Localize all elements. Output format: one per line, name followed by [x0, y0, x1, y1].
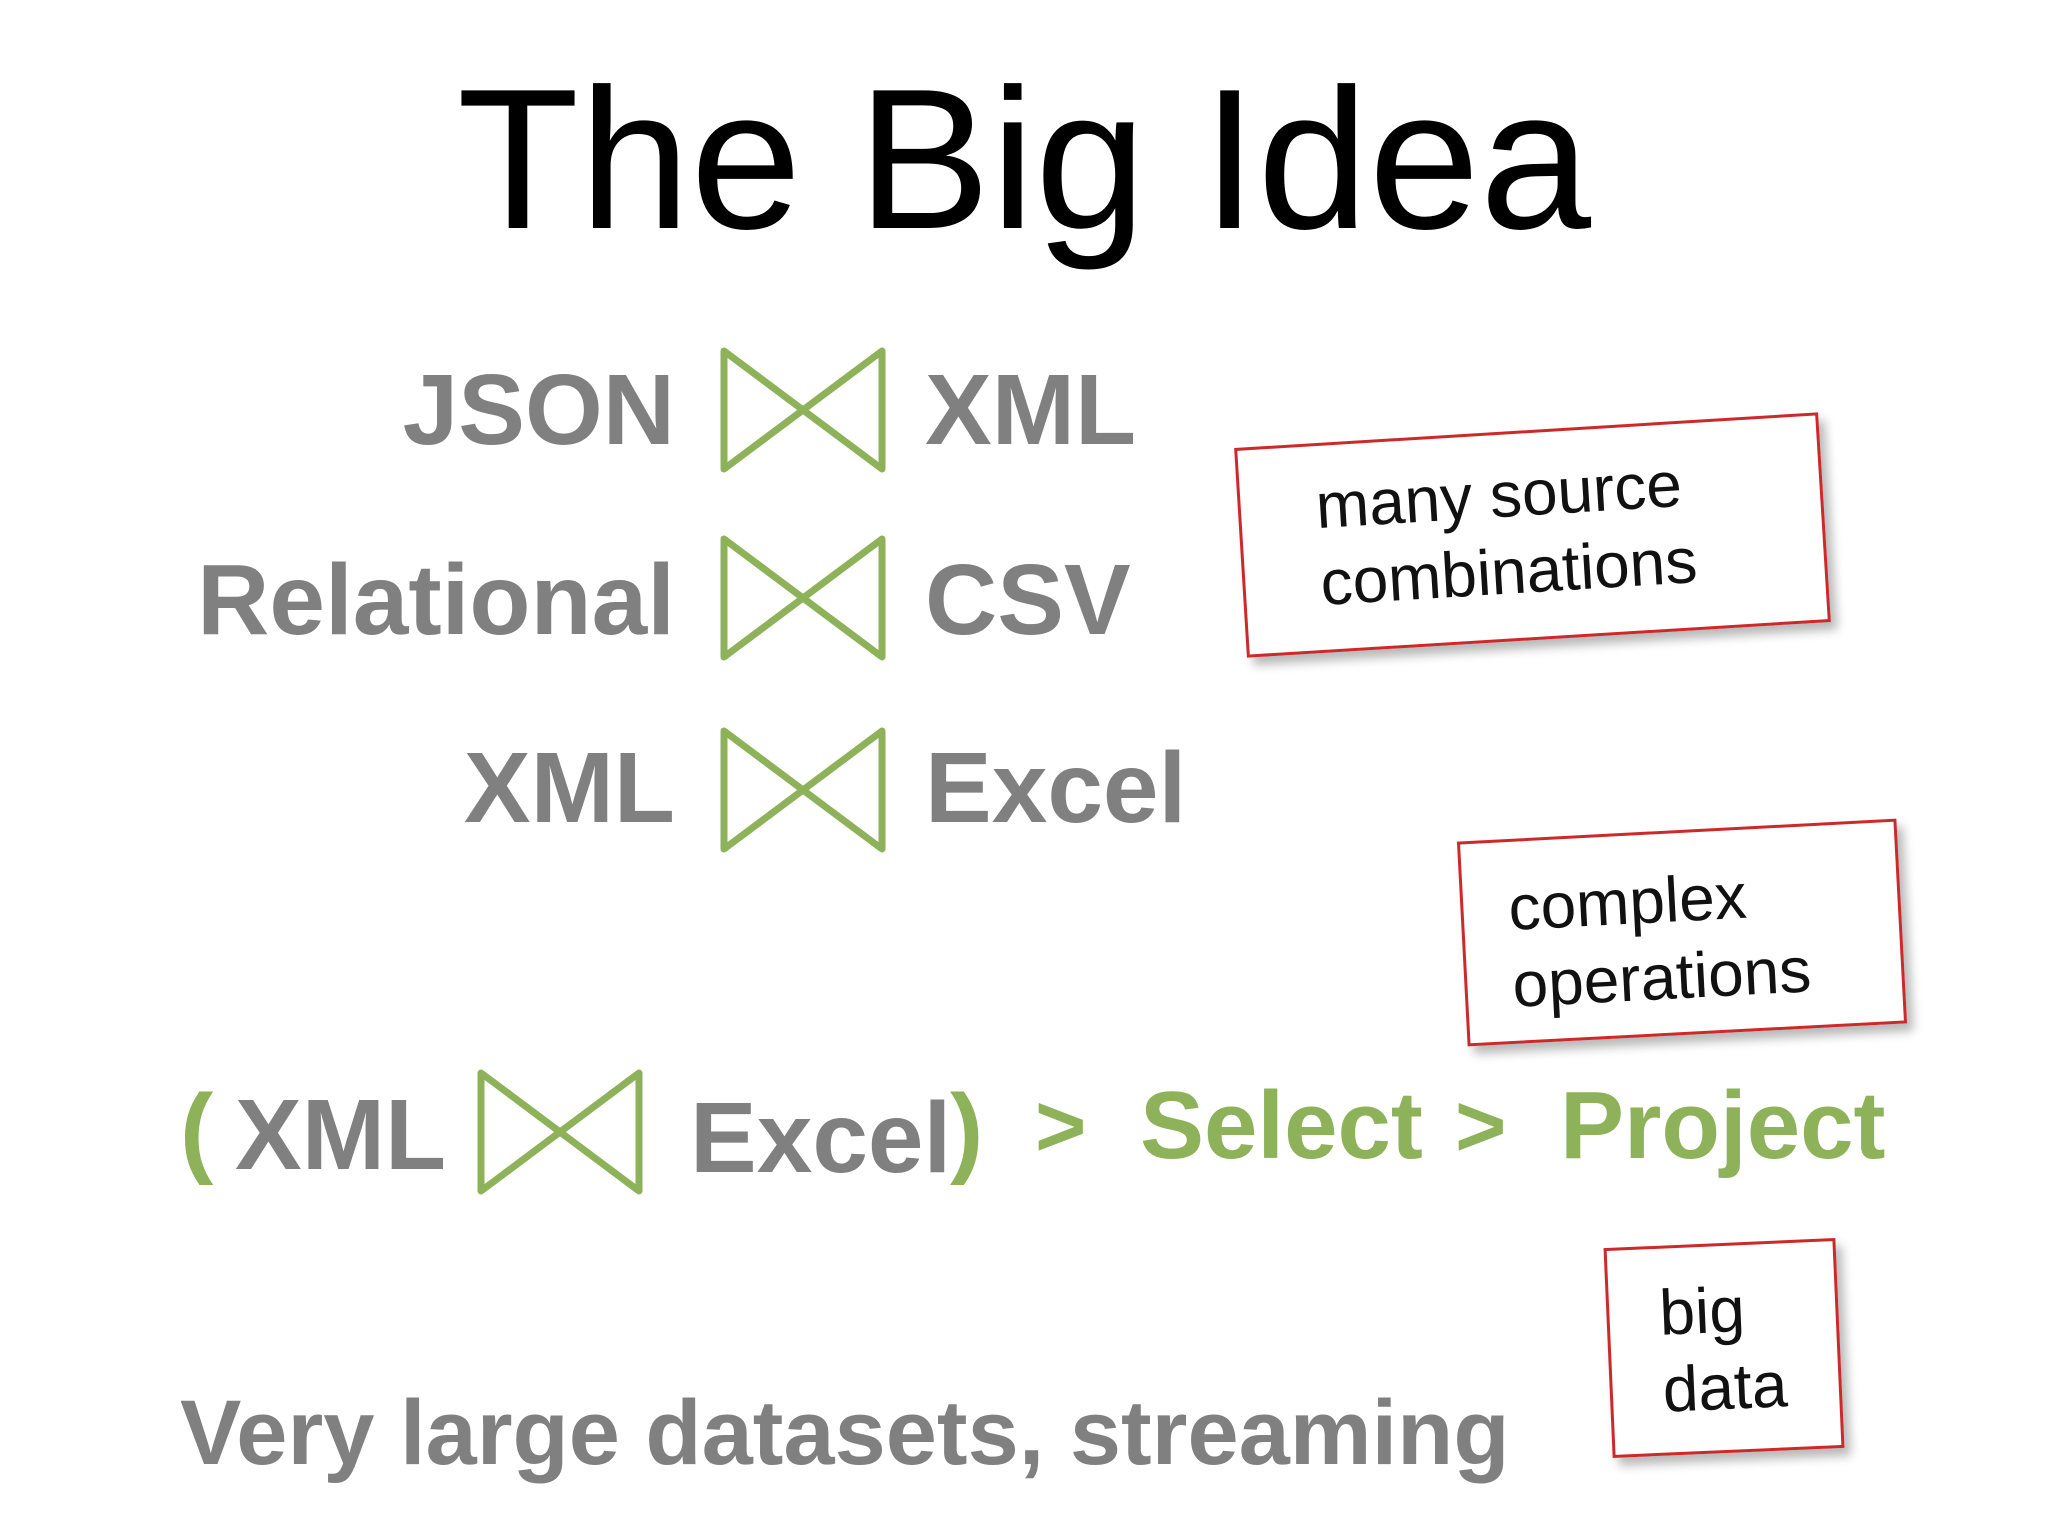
join-icon	[720, 535, 886, 661]
note-many-source-combinations: many source combinations	[1234, 412, 1831, 658]
join-right-csv: CSV	[925, 544, 1131, 656]
join-right-excel: Excel	[925, 732, 1187, 844]
pipeline-left-xml: XML	[235, 1079, 447, 1191]
join-left-xml: XML	[463, 732, 675, 844]
join-icon	[720, 727, 886, 853]
slide-title: The Big Idea	[456, 48, 1592, 271]
pipeline-right-excel: Excel	[690, 1082, 952, 1194]
bottom-caption: Very large datasets, streaming	[180, 1382, 1510, 1484]
join-left-relational: Relational	[197, 544, 675, 656]
pipeline-arrow-1: >	[1035, 1076, 1087, 1175]
note-complex-operations: complex operations	[1456, 818, 1908, 1047]
pipeline-op-project: Project	[1560, 1072, 1886, 1179]
join-icon	[720, 347, 886, 473]
pipeline-open-paren: (	[180, 1074, 214, 1186]
join-right-xml: XML	[925, 354, 1137, 466]
pipeline-close-paren: )	[950, 1074, 984, 1186]
join-icon	[477, 1069, 643, 1195]
pipeline-arrow-2: >	[1455, 1076, 1507, 1175]
pipeline-op-select: Select	[1140, 1072, 1423, 1179]
note-big-data: big data	[1603, 1238, 1845, 1458]
join-left-json: JSON	[402, 354, 675, 466]
note-line: big	[1657, 1273, 1747, 1349]
note-line: data	[1661, 1348, 1789, 1426]
